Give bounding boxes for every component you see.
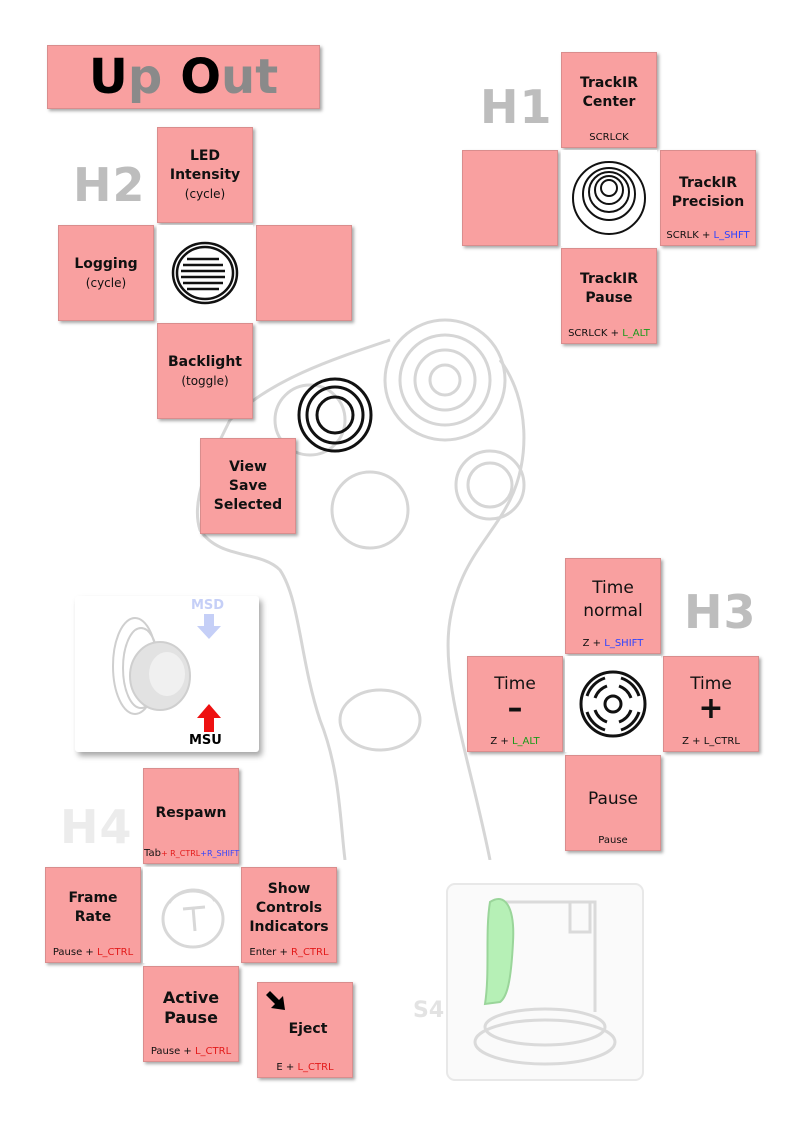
h1-right-key-mod: L_SHFT — [713, 230, 750, 241]
h3-right-key: Z + L_CTRL — [664, 736, 758, 748]
h4-up-name: Respawn — [155, 804, 227, 821]
h3-down-name: Pause — [588, 788, 638, 809]
h2-left-logging[interactable]: Logging (cycle) — [58, 225, 154, 321]
h1-right-name: TrackIR Precision — [671, 175, 745, 210]
four-way-hat-icon — [579, 670, 647, 738]
h4-right-show-controls-indicators[interactable]: Show Controls Indicators Enter + R_CTRL — [241, 867, 337, 963]
mode-switch-icon — [112, 617, 191, 715]
h1-down-key-mod: L_ALT — [622, 328, 650, 339]
s4-label: S4 — [413, 998, 445, 1023]
h4-left-key-base: Pause + — [52, 947, 97, 958]
view-save-name: View Save Selected — [213, 458, 283, 513]
h4-right-name: Show Controls Indicators — [249, 880, 329, 935]
h4-hat-icon — [161, 888, 225, 949]
msd-msu-panel: MSD MSU — [75, 596, 259, 752]
eject-key: E + L_CTRL — [258, 1062, 352, 1074]
h3-left-key-mod: L_ALT — [511, 736, 540, 747]
thumbwheel-icon — [171, 241, 239, 305]
msd-label: MSD — [191, 598, 225, 613]
h3-center — [565, 656, 661, 752]
arrow-up-icon — [197, 704, 221, 732]
h1-up-trackir-center[interactable]: TrackIR Center SCRLCK — [561, 52, 657, 148]
h3-down-pause[interactable]: Pause Pause — [565, 755, 661, 851]
eject-key-base: E + — [276, 1062, 298, 1073]
h1-right-key: SCRLK + L_SHFT — [661, 230, 755, 242]
h3-up-key-mod: L_SHIFT — [604, 638, 644, 649]
h4-left-name: Frame Rate — [68, 890, 118, 925]
h4-down-key-mod: L_CTRL — [194, 1046, 232, 1057]
h3-right-time-faster[interactable]: Time + Z + L_CTRL — [663, 656, 759, 752]
h4-right-key: Enter + R_CTRL — [242, 947, 336, 959]
view-save-selected[interactable]: View Save Selected — [200, 438, 296, 534]
h4-left-key-mod: L_CTRL — [96, 947, 134, 958]
h4-right-key-mod: R_CTRL — [291, 947, 329, 958]
h3-up-name: Time normal — [583, 578, 643, 621]
h1-center — [561, 150, 657, 246]
h4-up-key: Tab+ R_CTRL+R_SHIFT — [144, 848, 240, 860]
h4-up-respawn[interactable]: Respawn Tab+ R_CTRL+R_SHIFT — [143, 768, 239, 864]
h2-up-name: LED Intensity — [169, 148, 241, 183]
eject-name: Eject — [288, 1020, 328, 1037]
title-ut: ut — [221, 49, 279, 105]
h2-down-name: Backlight — [167, 353, 242, 370]
h3-up-key: Z + L_SHIFT — [566, 638, 660, 650]
h3-left-key: Z + L_ALT — [468, 736, 562, 748]
h1-down-key: SCRLCK + L_ALT — [562, 328, 656, 340]
h3-right-key-base: Z + — [682, 736, 704, 747]
h2-up-led-intensity[interactable]: LED Intensity (cycle) — [157, 127, 253, 223]
h1-down-name: TrackIR Pause — [580, 271, 638, 306]
title-u: U — [88, 49, 128, 105]
h1-up-key: SCRLCK — [589, 132, 629, 143]
h3-right-key-mod: L_CTRL — [703, 736, 740, 747]
h4-right-key-base: Enter + — [249, 947, 291, 958]
h4-down-active-pause[interactable]: Active Pause Pause + L_CTRL — [143, 966, 239, 1062]
h3-down-key: Pause — [598, 835, 628, 846]
h4-down-key: Pause + L_CTRL — [144, 1046, 238, 1058]
title-p: p — [127, 49, 163, 105]
h4-left-key: Pause + L_CTRL — [46, 947, 140, 959]
h4-up-key-base: Tab — [144, 848, 161, 859]
eject-key-mod: L_CTRL — [297, 1062, 334, 1073]
h4-up-key-mod2: +R_SHIFT — [200, 849, 240, 858]
h4-label: H4 — [60, 800, 133, 854]
h2-left-sub: (cycle) — [85, 275, 127, 290]
trackir-hat-icon — [572, 161, 646, 235]
h1-left-empty[interactable] — [462, 150, 558, 246]
arrow-down-icon — [197, 614, 221, 639]
h2-up-sub: (cycle) — [184, 187, 226, 201]
eject-button[interactable]: Eject E + L_CTRL — [257, 982, 353, 1078]
h3-up-key-base: Z + — [582, 638, 605, 649]
h2-label: H2 — [73, 158, 146, 212]
h4-down-key-base: Pause + — [150, 1046, 195, 1057]
h4-center — [143, 867, 239, 963]
s4-trigger-illustration — [446, 883, 644, 1081]
h1-down-key-base: SCRLCK + — [568, 328, 623, 339]
h1-up-name: TrackIR Center — [580, 75, 638, 110]
h3-right-name: Time — [690, 673, 732, 694]
h1-down-trackir-pause[interactable]: TrackIR Pause SCRLCK + L_ALT — [561, 248, 657, 344]
h4-up-key-mod1: + R_CTRL — [160, 849, 201, 858]
h3-left-time-slower[interactable]: Time – Z + L_ALT — [467, 656, 563, 752]
h3-label: H3 — [684, 585, 757, 639]
h1-right-key-base: SCRLK + — [666, 230, 714, 241]
minus-icon: – — [507, 690, 523, 726]
arrow-down-right-icon — [266, 991, 285, 1010]
h3-left-key-base: Z + — [490, 736, 512, 747]
h4-down-name: Active Pause — [162, 988, 220, 1027]
h2-center — [157, 225, 253, 321]
msu-label: MSU — [189, 733, 222, 748]
h1-label: H1 — [480, 80, 553, 134]
title-o: O — [180, 49, 222, 105]
h2-down-backlight[interactable]: Backlight (toggle) — [157, 323, 253, 419]
h2-left-name: Logging — [74, 255, 138, 272]
plus-icon: + — [698, 690, 724, 726]
h3-left-name: Time — [494, 673, 536, 694]
h1-right-trackir-precision[interactable]: TrackIR Precision SCRLK + L_SHFT — [660, 150, 756, 246]
h3-up-time-normal[interactable]: Time normal Z + L_SHIFT — [565, 558, 661, 654]
h2-right-empty[interactable] — [256, 225, 352, 321]
h4-left-frame-rate[interactable]: Frame Rate Pause + L_CTRL — [45, 867, 141, 963]
h2-down-sub: (toggle) — [181, 373, 229, 388]
